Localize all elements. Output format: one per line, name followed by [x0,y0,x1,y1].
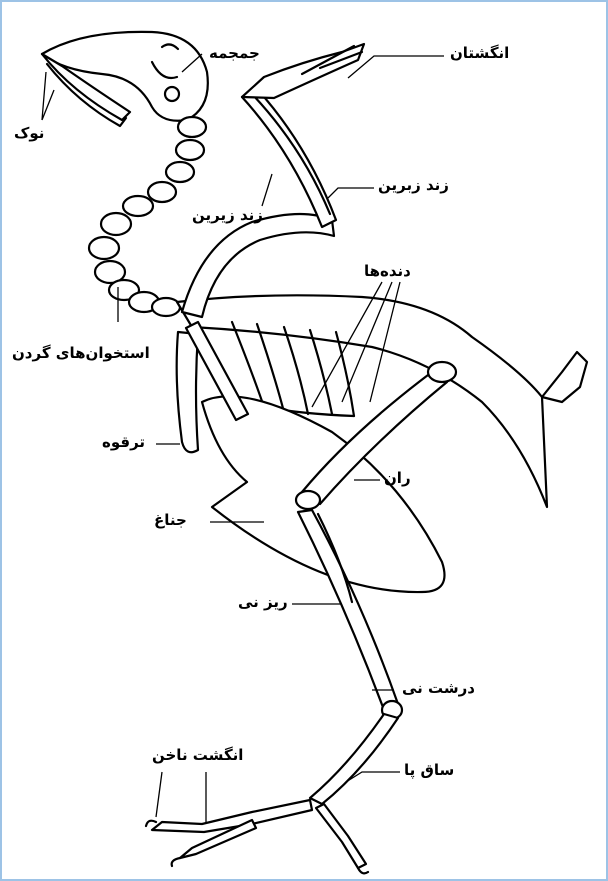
neck-vertebrae-shape [89,117,206,316]
label-sternum: جناغ [154,513,187,528]
label-beak: نوک [14,126,44,141]
label-neck-vertebrae: استخوان‌های گردن [12,346,150,361]
label-clavicle: ترقوه [102,435,145,450]
leader-claw-toe [156,772,206,822]
digits-shape [242,44,364,98]
label-tibia: درشت نی [402,681,475,696]
label-fibula: ریز نی [238,595,288,610]
leader-ulna [262,174,272,206]
leader-radius [328,188,374,198]
toes-shape [152,800,312,832]
leader-digits [348,56,444,78]
label-ulna: زند زیرین [192,208,263,223]
label-claw-toe: انگشت ناخن [152,748,243,763]
label-radius: زند زبرین [378,178,449,193]
clavicle-shape [177,332,198,452]
label-tarsometatarsus: ساق پا [404,763,454,778]
label-femur: ران [384,471,411,486]
tarsometatarsus-shape [310,714,398,804]
leader-beak [42,72,54,120]
label-ribs: دنده‌ها [364,264,411,279]
label-skull: جمجمه [209,46,260,61]
label-digits: انگشتان [450,46,509,61]
